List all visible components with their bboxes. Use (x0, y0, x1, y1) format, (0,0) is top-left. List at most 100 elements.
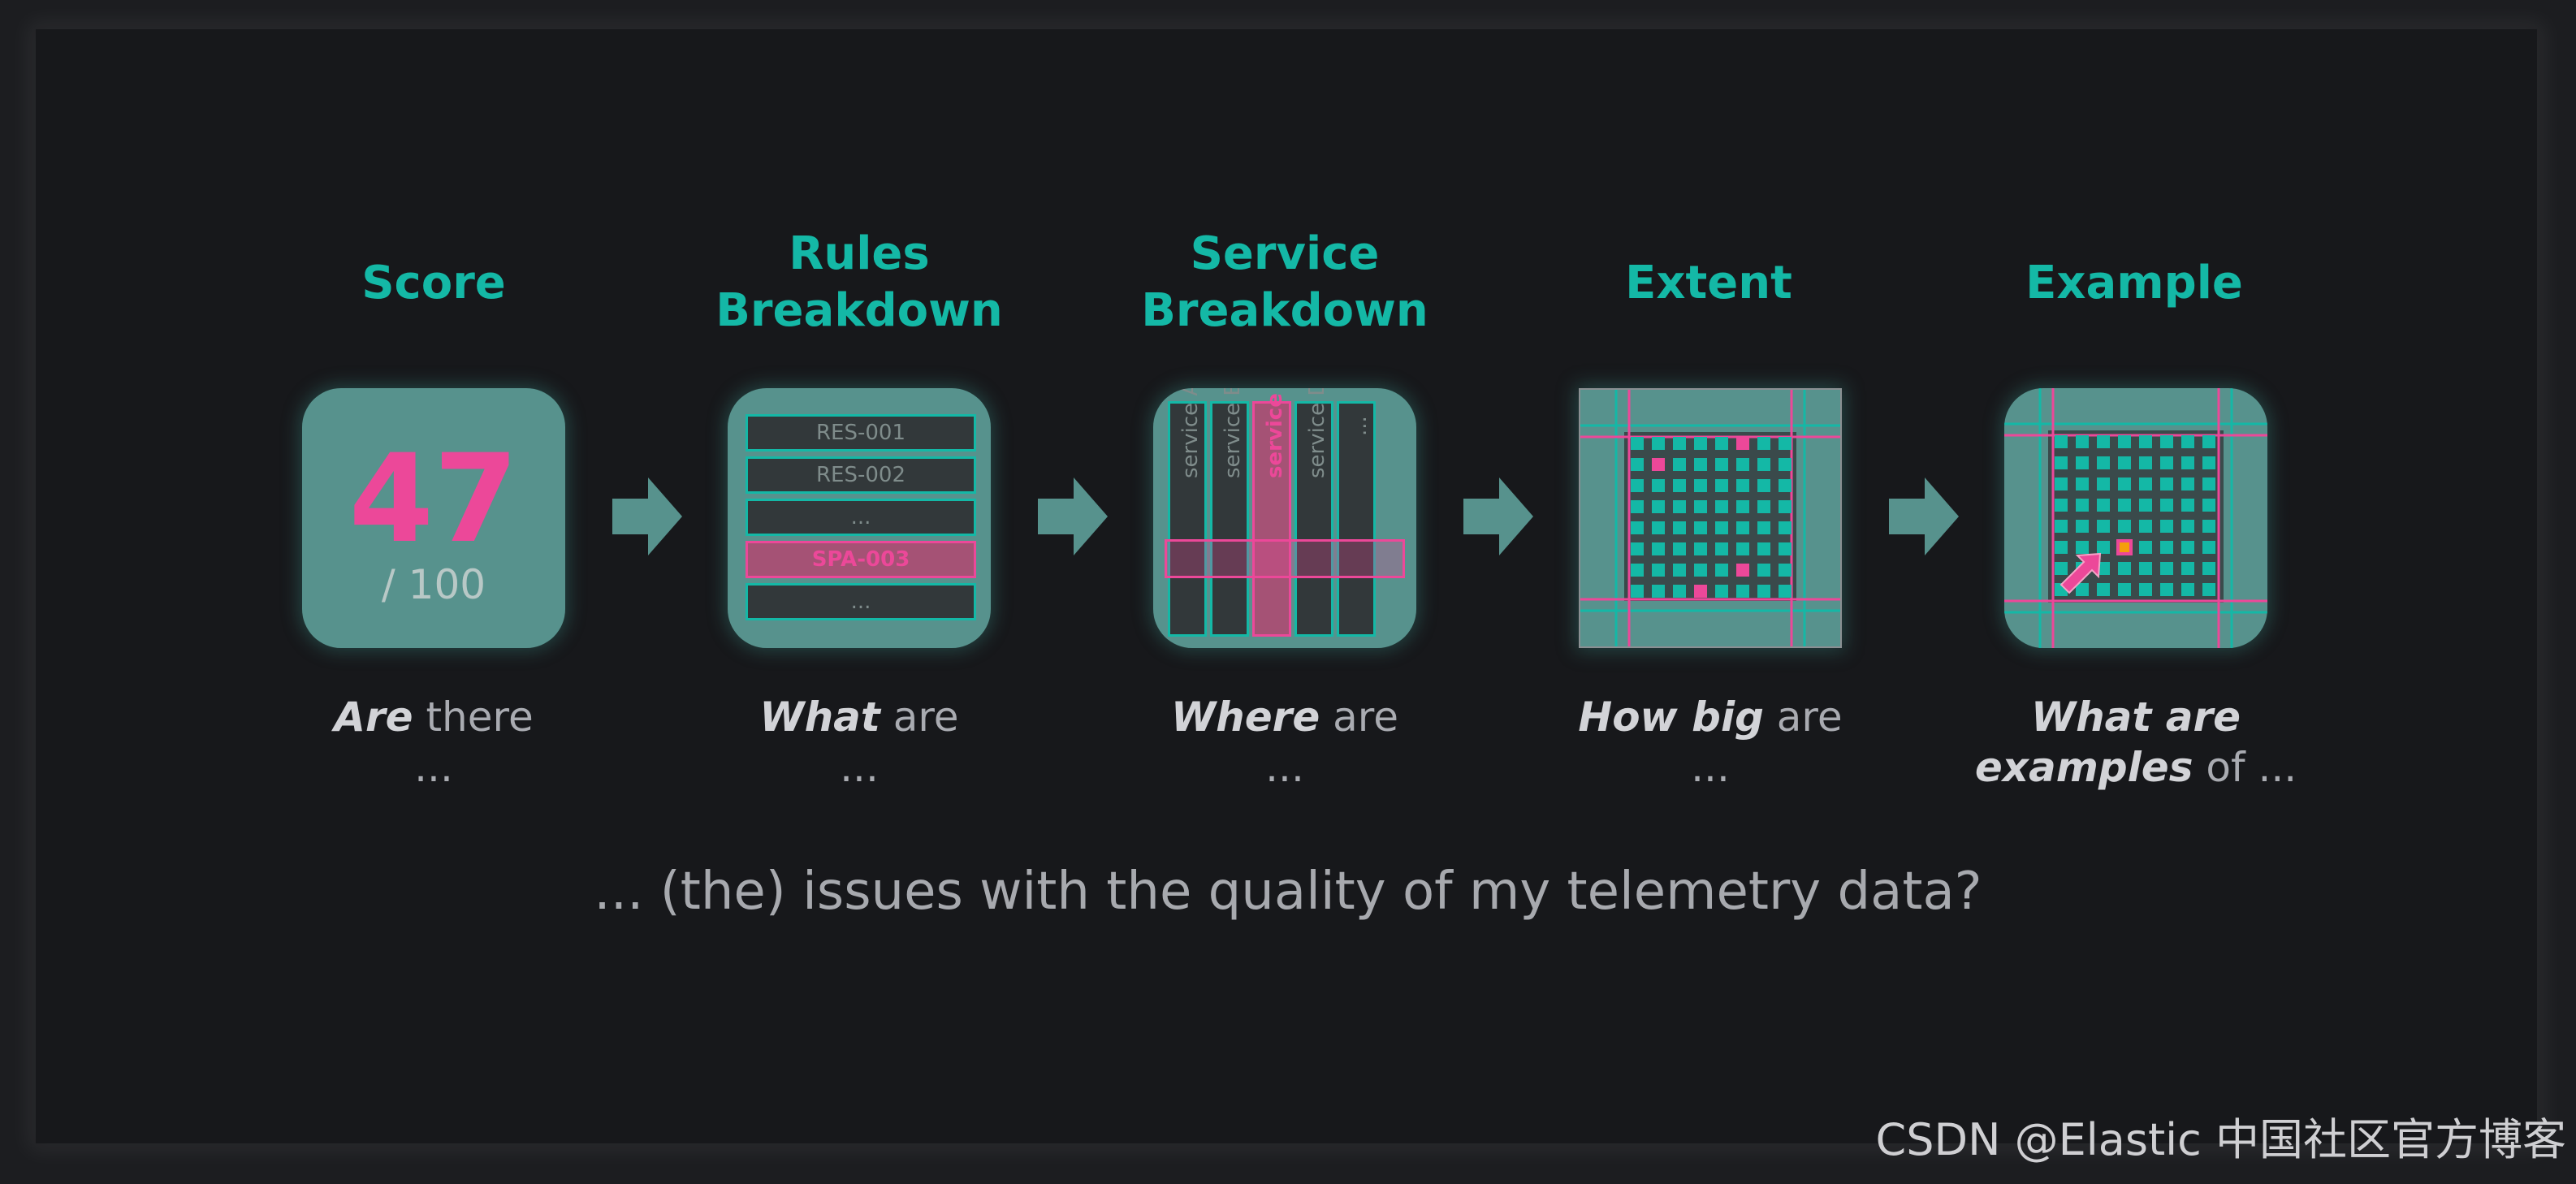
caption-text: are (880, 694, 959, 741)
heading-example: Example (2025, 257, 2243, 309)
grid-cell (1779, 521, 1792, 534)
grid-cell (2118, 435, 2131, 448)
grid-cell (2097, 456, 2110, 469)
grid-cell (1715, 521, 1728, 534)
highlighted-rule-band (1165, 539, 1405, 578)
grid-cell (2139, 456, 2152, 469)
grid-cell (1757, 521, 1770, 534)
grid-cell (2055, 562, 2068, 575)
grid-cell (1757, 564, 1770, 577)
grid-cell (2097, 583, 2110, 596)
rule-row: RES-002 (746, 456, 976, 494)
example-grid-graphic (2004, 388, 2267, 648)
grid-cell (1715, 458, 1728, 471)
caption-emphasis: What are (2030, 694, 2241, 741)
grid-cell (2181, 520, 2194, 533)
caption-ellipsis: ... (414, 744, 453, 791)
heading-rules-breakdown: Rules Breakdown (715, 227, 1003, 337)
heading-service-breakdown: Service Breakdown (1141, 227, 1428, 337)
grid-cell (2055, 520, 2068, 533)
watermark: CSDN @Elastic 中国社区官方博客 (1875, 1114, 2567, 1165)
grid-cell (1715, 500, 1728, 513)
grid-cell (1694, 500, 1707, 513)
grid-cell (2139, 583, 2152, 596)
grid-cell (1736, 500, 1749, 513)
grid-cell (2118, 477, 2131, 490)
grid-cell (2202, 541, 2215, 554)
grid-cell (1779, 458, 1792, 471)
grid-cell (1694, 437, 1707, 450)
caption-emphasis: How big (1578, 694, 1764, 741)
caption-emphasis: Where (1171, 694, 1320, 741)
grid-cell (2160, 541, 2173, 554)
grid-cell (2181, 583, 2194, 596)
rule-row: ... (746, 499, 976, 536)
rule-row-highlighted: SPA-003 (746, 541, 976, 578)
grid-cell (2139, 477, 2152, 490)
caption-score: Are there ... (239, 692, 629, 793)
grid-cell (1673, 585, 1686, 598)
service-label: service A (1178, 388, 1203, 478)
service-tile: service A service B service C service D … (1153, 388, 1416, 648)
grid-cell (2181, 456, 2194, 469)
grid-cell (1631, 585, 1644, 598)
grid-cell-flagged (1736, 564, 1749, 577)
grid-cell (1779, 437, 1792, 450)
grid-cell (2202, 583, 2215, 596)
grid-cell (2097, 541, 2110, 554)
grid-cell (1736, 458, 1749, 471)
example-cell-highlight (2116, 539, 2133, 555)
grid-cell (1779, 585, 1792, 598)
grid-cell (1673, 437, 1686, 450)
grid-cell (2139, 435, 2152, 448)
grid-cell (1779, 500, 1792, 513)
grid-cell (1715, 437, 1728, 450)
caption-extent: How big are ... (1515, 692, 1905, 793)
service-column: service B (1210, 388, 1249, 637)
caption-service: Where are ... (1090, 692, 1480, 793)
grid-cell (2097, 435, 2110, 448)
grid-cell (1694, 479, 1707, 492)
grid-cell (2160, 562, 2173, 575)
grid-cell (2202, 520, 2215, 533)
caption-text: of ... (2193, 744, 2297, 791)
grid-cell (1631, 479, 1644, 492)
grid-cell (1652, 479, 1665, 492)
grid-cell (2118, 520, 2131, 533)
grid-cell (2160, 520, 2173, 533)
arrow-right-icon (1038, 477, 1108, 555)
grid-cell (1652, 500, 1665, 513)
caption-emphasis: examples (1974, 744, 2193, 791)
grid-cell (2160, 477, 2173, 490)
grid-cell-flagged (1652, 458, 1665, 471)
grid-cell (2202, 562, 2215, 575)
grid-cell (2139, 541, 2152, 554)
grid-cell (1757, 479, 1770, 492)
grid-cell (2076, 477, 2089, 490)
grid-cell (2139, 562, 2152, 575)
grid-cell (1694, 564, 1707, 577)
service-column: ... (1337, 401, 1376, 637)
grid-cell (1757, 500, 1770, 513)
grid-cell (2118, 456, 2131, 469)
heading-score: Score (361, 257, 506, 309)
grid-cell (1652, 437, 1665, 450)
arrow-right-icon (1463, 477, 1533, 555)
grid-cell (1779, 542, 1792, 555)
grid-cell (2160, 499, 2173, 512)
grid-cell (1736, 585, 1749, 598)
grid-cell (1652, 585, 1665, 598)
extent-tile (1579, 388, 1842, 648)
grid-cell (1757, 437, 1770, 450)
service-label: ... (1347, 416, 1372, 436)
grid-cell (2160, 583, 2173, 596)
grid-cell (1652, 564, 1665, 577)
grid-cell (2076, 499, 2089, 512)
grid-cell (2097, 477, 2110, 490)
grid-cell (1673, 564, 1686, 577)
grid-cell (1673, 542, 1686, 555)
extent-grid-graphic (1580, 390, 1840, 646)
grid-cell (2097, 499, 2110, 512)
grid-cell (1715, 542, 1728, 555)
grid-cell (1631, 542, 1644, 555)
